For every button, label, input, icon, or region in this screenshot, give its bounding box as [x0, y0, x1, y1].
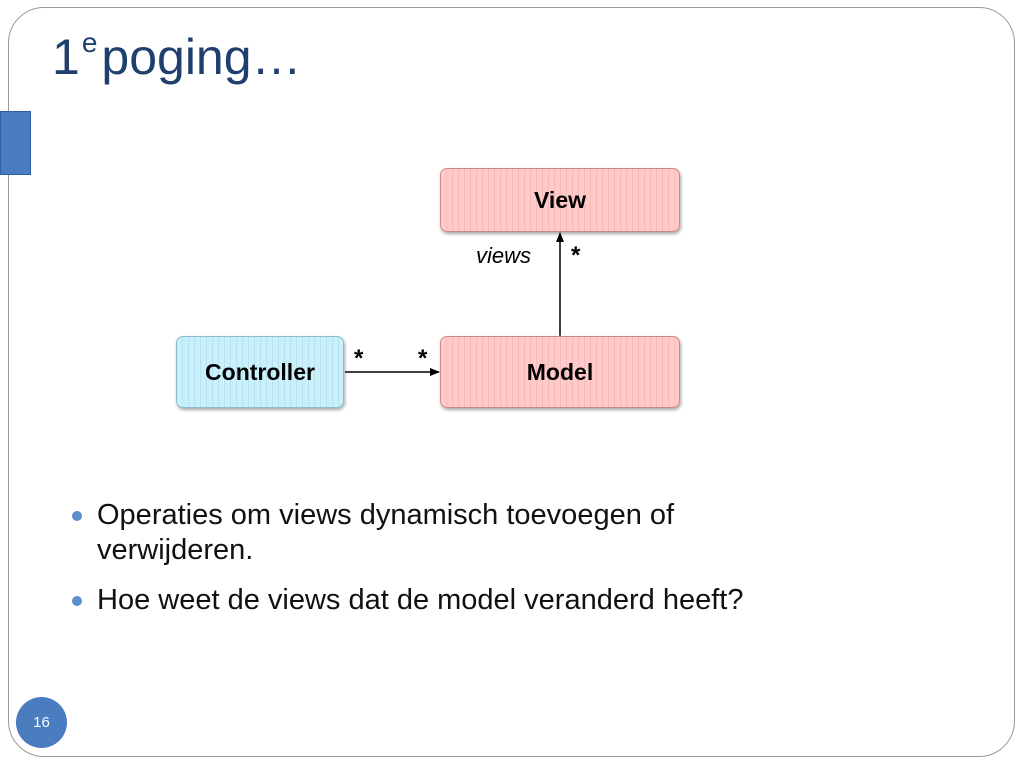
model-class-box: Model — [440, 336, 680, 408]
bullet-item: Hoe weet de views dat de model veranderd… — [72, 583, 832, 618]
controller-class-name: Controller — [205, 358, 315, 385]
view-class-name: View — [534, 186, 586, 213]
left-accent-tab — [0, 111, 31, 175]
views-role-label: views — [476, 243, 532, 268]
bullet-list: Operaties om views dynamisch toevoegen o… — [72, 498, 832, 632]
title-number: 1 — [52, 29, 80, 85]
bullet-text: Operaties om views dynamisch toevoegen o… — [97, 499, 675, 567]
title-superscript: e — [81, 27, 98, 58]
bullet-dot-icon — [72, 511, 82, 521]
view-multiplicity: * — [571, 242, 581, 269]
model-multiplicity: * — [418, 345, 428, 372]
bullet-text: Hoe weet de views dat de model veranderd… — [97, 583, 744, 616]
controller-multiplicity: * — [354, 345, 364, 372]
slide-frame — [8, 7, 1015, 757]
page-number-badge: 16 — [16, 697, 67, 748]
page-number: 16 — [33, 714, 50, 731]
slide-title: 1epoging… — [52, 27, 302, 85]
controller-class-box: Controller — [176, 336, 344, 408]
model-class-name: Model — [526, 358, 594, 385]
bullet-item: Operaties om views dynamisch toevoegen o… — [72, 498, 832, 569]
view-class-box: View — [440, 168, 680, 232]
title-text: poging… — [101, 29, 302, 85]
bullet-dot-icon — [72, 595, 82, 606]
